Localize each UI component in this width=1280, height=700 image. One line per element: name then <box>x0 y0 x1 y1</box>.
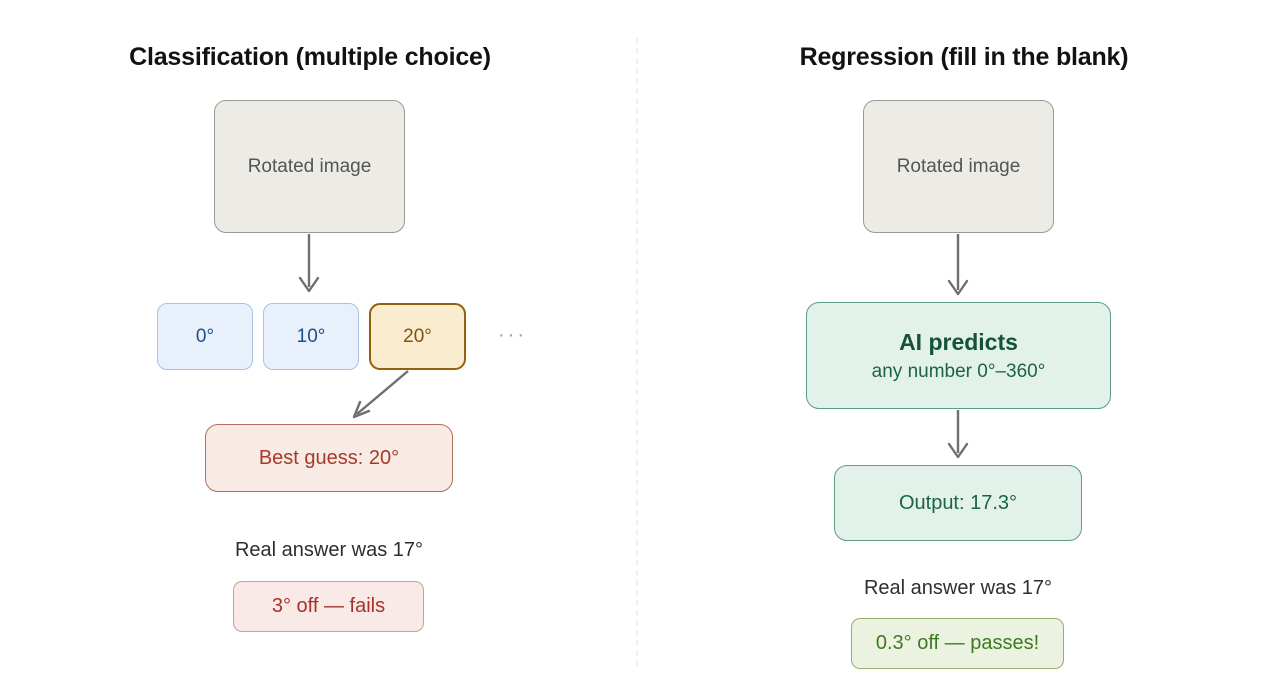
rotated-image-label: Rotated image <box>896 155 1021 177</box>
rotated-image-label: Rotated image <box>247 155 372 177</box>
ground-truth-caption-classification: Real answer was 17° <box>234 539 424 561</box>
verdict-badge-fail: 3° off — fails <box>233 581 424 632</box>
option-chip-20deg-label: 20° <box>403 325 432 347</box>
ground-truth-caption-regression: Real answer was 17° <box>863 577 1053 599</box>
best-guess-node: Best guess: 20° <box>205 424 453 492</box>
panel-divider <box>636 38 638 666</box>
verdict-badge-fail-label: 3° off — fails <box>271 595 386 617</box>
best-guess-label: Best guess: 20° <box>258 446 400 469</box>
arrow-option-to-best-guess <box>352 370 409 419</box>
output-node: Output: 17.3° <box>834 465 1082 541</box>
rotated-image-node-classification: Rotated image <box>214 100 405 233</box>
verdict-badge-pass: 0.3° off — passes! <box>851 618 1064 669</box>
option-chip-0deg[interactable]: 0° <box>157 303 253 370</box>
rotated-image-node-regression: Rotated image <box>863 100 1054 233</box>
option-chip-10deg[interactable]: 10° <box>263 303 359 370</box>
output-label: Output: 17.3° <box>898 491 1018 514</box>
panel-title-classification: Classification (multiple choice) <box>129 43 491 71</box>
option-overflow-ellipsis: ··· <box>498 324 527 346</box>
arrow-source-to-options <box>298 234 320 293</box>
option-chip-20deg-selected[interactable]: 20° <box>369 303 466 370</box>
arrow-source-to-predict <box>947 234 969 296</box>
option-chip-0deg-label: 0° <box>195 325 215 347</box>
arrow-predict-to-output <box>947 410 969 459</box>
ai-predicts-subtitle: any number 0°–360° <box>871 360 1046 382</box>
verdict-badge-pass-label: 0.3° off — passes! <box>875 632 1040 654</box>
panel-title-regression: Regression (fill in the blank) <box>799 43 1129 71</box>
ai-predicts-node: AI predicts any number 0°–360° <box>806 302 1111 409</box>
option-chip-10deg-label: 10° <box>296 325 326 347</box>
ai-predicts-title: AI predicts <box>899 328 1018 355</box>
